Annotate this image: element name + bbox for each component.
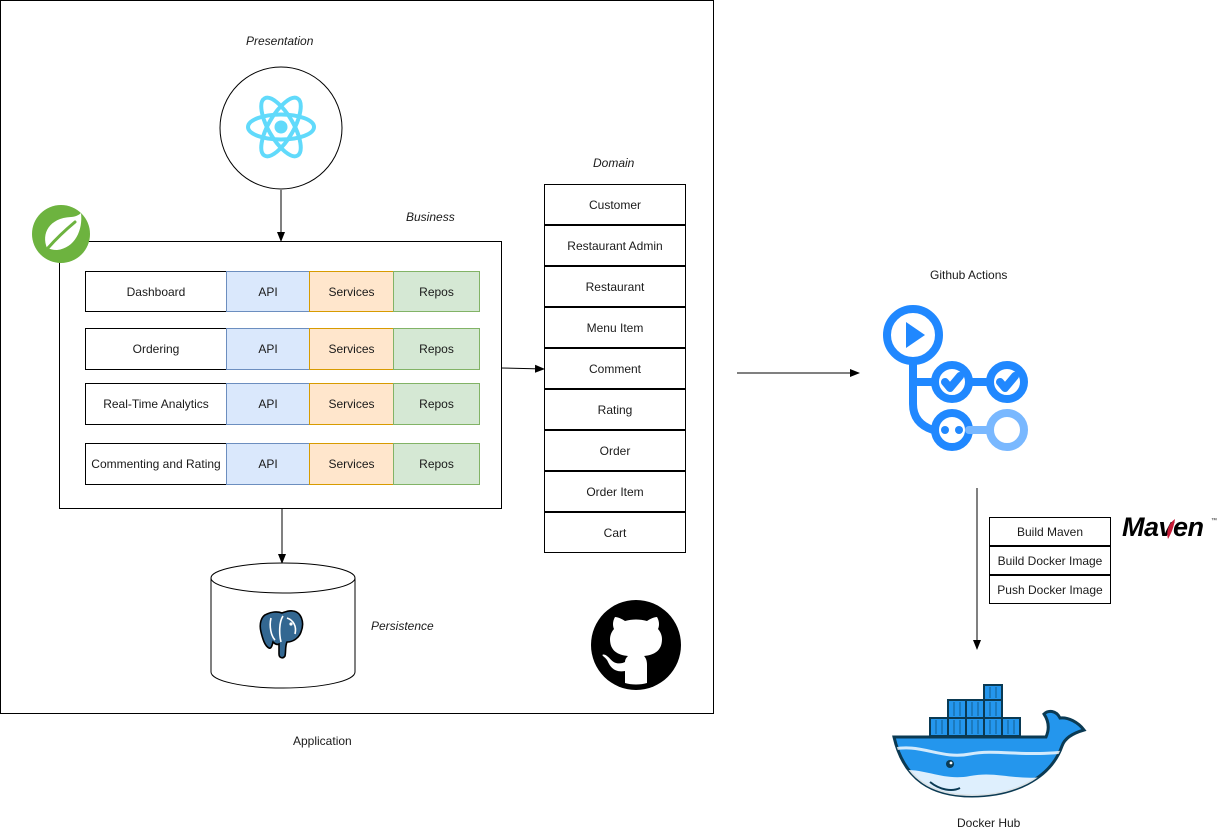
domain-item-customer: Customer	[544, 184, 686, 225]
persistence-label: Persistence	[371, 619, 434, 633]
step-build-docker-image: Build Docker Image	[989, 546, 1111, 575]
services-cell: Services	[309, 271, 394, 312]
services-cell: Services	[309, 383, 394, 425]
api-cell: API	[226, 271, 310, 312]
domain-item-rating: Rating	[544, 389, 686, 430]
module-commenting-and-rating: Commenting and Rating	[85, 443, 227, 485]
domain-item-order: Order	[544, 430, 686, 471]
step-push-docker-image: Push Docker Image	[989, 575, 1111, 604]
domain-item-restaurant: Restaurant	[544, 266, 686, 307]
presentation-label: Presentation	[246, 34, 314, 48]
maven-logo: Maven ™	[1122, 512, 1218, 548]
maven-feather-icon	[1167, 519, 1175, 539]
api-cell: API	[226, 443, 310, 485]
docker-hub-label: Docker Hub	[957, 816, 1021, 830]
domain-item-cart: Cart	[544, 512, 686, 553]
trademark-mark: ™	[1211, 518, 1217, 524]
application-label: Application	[293, 734, 352, 748]
step-build-maven: Build Maven	[989, 517, 1111, 546]
domain-label: Domain	[593, 156, 635, 170]
domain-item-order-item: Order Item	[544, 471, 686, 512]
domain-item-restaurant-admin: Restaurant Admin	[544, 225, 686, 266]
maven-logo-text: Maven	[1122, 512, 1204, 542]
services-cell: Services	[309, 443, 394, 485]
api-cell: API	[226, 383, 310, 425]
github-octocat-icon	[591, 600, 681, 690]
module-ordering: Ordering	[85, 328, 227, 370]
domain-item-comment: Comment	[544, 348, 686, 389]
repos-cell: Repos	[393, 271, 480, 312]
react-icon	[219, 66, 343, 190]
services-cell: Services	[309, 328, 394, 370]
domain-item-menu-item: Menu Item	[544, 307, 686, 348]
module-real-time-analytics: Real-Time Analytics	[85, 383, 227, 425]
postgresql-elephant-icon	[259, 609, 304, 659]
github-actions-icon	[883, 305, 1028, 451]
repos-cell: Repos	[393, 443, 480, 485]
repos-cell: Repos	[393, 383, 480, 425]
spring-leaf-icon	[32, 205, 90, 263]
module-dashboard: Dashboard	[85, 271, 227, 312]
business-label: Business	[406, 210, 455, 224]
api-cell: API	[226, 328, 310, 370]
repos-cell: Repos	[393, 328, 480, 370]
github-actions-label: Github Actions	[930, 268, 1008, 282]
docker-whale-icon	[892, 684, 1087, 798]
